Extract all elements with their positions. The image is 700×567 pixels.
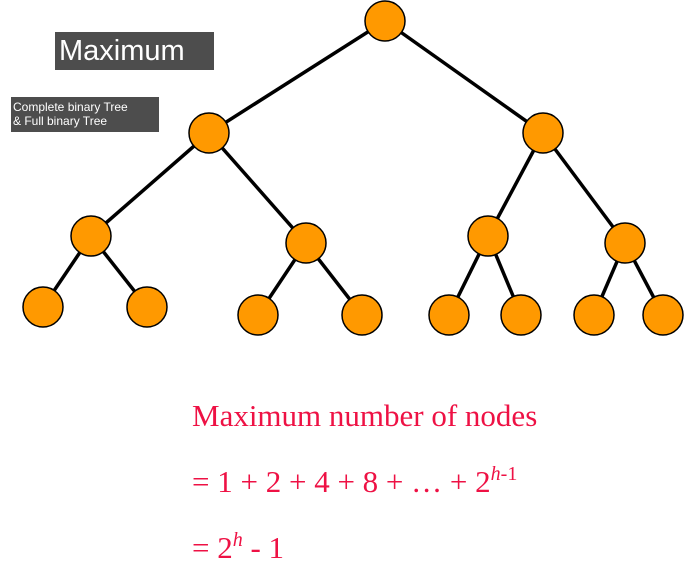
tree-node-l2-a — [70, 215, 112, 257]
tree-edge-l1-left-l2-a — [89, 131, 211, 238]
binary-tree-diagram — [22, 0, 684, 336]
title-label: Maximum — [55, 32, 214, 70]
tree-node-root — [364, 0, 406, 42]
tree-nodes — [22, 0, 684, 336]
tree-edge-root-l1-left — [208, 19, 386, 135]
formula-sum-exponent: h-1 — [491, 463, 518, 485]
tree-node-l3-f — [500, 294, 542, 336]
tree-node-l2-b — [285, 222, 327, 264]
tree-node-l3-d — [341, 294, 383, 336]
caption-label: Complete binary Tree & Full binary Tree — [11, 97, 159, 132]
tree-node-l3-b — [126, 286, 168, 328]
formula-result-prefix: = 2 — [192, 530, 233, 565]
tree-node-l2-d — [604, 222, 646, 264]
tree-node-l3-h — [642, 294, 684, 336]
formula-sum: = 1 + 2 + 4 + 8 + … + 2h-1 — [192, 463, 518, 499]
formula-result-suffix: - 1 — [242, 530, 285, 565]
formula-sum-exponent-var: h — [490, 463, 501, 485]
tree-node-l3-g — [573, 294, 615, 336]
tree-edge-l1-right-l2-d — [541, 131, 627, 245]
tree-node-l3-c — [237, 294, 279, 336]
formula-heading: Maximum number of nodes — [192, 398, 538, 433]
caption-line-2: & Full binary Tree — [13, 114, 108, 128]
tree-node-l1-left — [188, 112, 230, 154]
formula-sum-exponent-rest: -1 — [500, 463, 518, 485]
tree-node-l3-e — [428, 294, 470, 336]
tree-edge-root-l1-right — [383, 19, 545, 135]
caption-line-1: Complete binary Tree — [13, 100, 128, 114]
tree-edge-l1-left-l2-b — [207, 131, 308, 245]
formula-result-exponent: h — [232, 529, 243, 551]
formula-result: = 2h - 1 — [192, 529, 285, 565]
tree-node-l1-right — [522, 112, 564, 154]
tree-node-l3-a — [22, 286, 64, 328]
formula-sum-prefix: = 1 + 2 + 4 + 8 + … + 2 — [192, 464, 491, 499]
tree-node-l2-c — [467, 215, 509, 257]
